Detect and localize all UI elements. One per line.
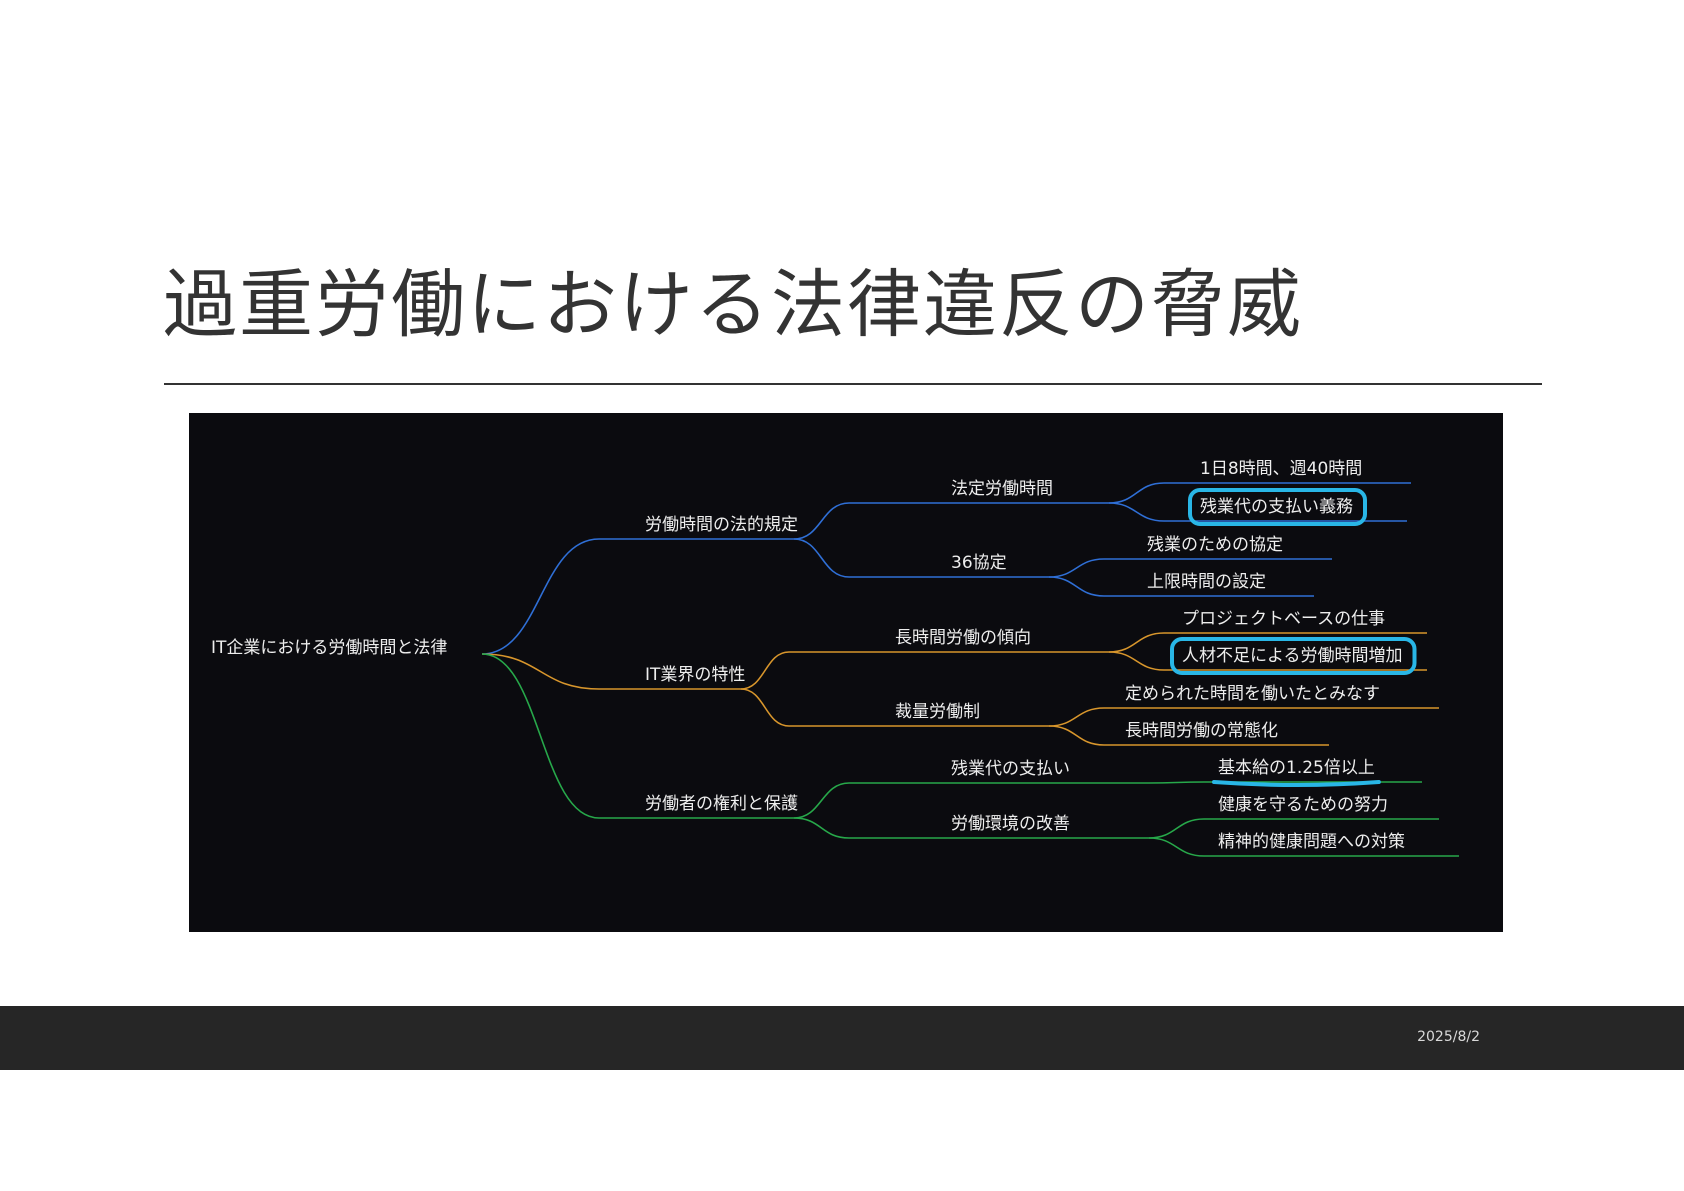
slide-title: 過重労働における法律違反の脅威 [163, 262, 1303, 348]
mindmap-leaf-connector [1108, 651, 1165, 671]
mindmap-leaf-label: 上限時間の設定 [1147, 572, 1266, 592]
mindmap-branch-connector [481, 538, 600, 655]
mindmap-leaf-label: 残業代の支払い義務 [1200, 497, 1353, 517]
annotation-underline-mark [1212, 780, 1381, 787]
mindmap-topic-label: 長時間労働の傾向 [895, 628, 1031, 648]
mindmap-leaf-label: 1日8時間、週40時間 [1200, 459, 1362, 479]
mindmap-leaf-connector [1048, 558, 1105, 578]
mindmap-leaf-connector [1148, 818, 1205, 839]
mindmap-leaf-connector [1048, 707, 1105, 727]
mindmap-leaf-connector [1108, 632, 1165, 653]
mindmap-topic-label: 裁量労働制 [895, 702, 980, 722]
mindmap-topic-label: 36協定 [951, 553, 1007, 573]
mindmap-panel: IT企業における労働時間と法律 労働時間の法的規定 法定労働時間 1日8時間、週40時… [189, 413, 1503, 932]
mindmap-leaf-label: 精神的健康問題への対策 [1218, 832, 1405, 852]
mindmap-leaf-connector [1108, 482, 1165, 504]
mindmap-topic-connector [793, 782, 850, 819]
mindmap-leaf-label: 長時間労働の常態化 [1125, 721, 1278, 741]
mindmap-topic-label: 残業代の支払い [951, 759, 1070, 779]
mindmap-branch-connector [481, 653, 600, 819]
mindmap-leaf-label: 健康を守るための努力 [1218, 795, 1388, 815]
footer-date: 2025/8/2 [1417, 1029, 1480, 1045]
annotation-circle-mark [1170, 637, 1417, 675]
mindmap-branch-label: 労働時間の法的規定 [645, 515, 798, 535]
mindmap-leaf-label: 人材不足による労働時間増加 [1182, 646, 1403, 666]
mindmap-leaf-connector [1048, 576, 1105, 597]
mindmap-topic-label: 法定労働時間 [951, 479, 1053, 499]
mindmap-topic-connector [740, 688, 790, 727]
footer-bar: 2025/8/2 [0, 1006, 1684, 1070]
mindmap-branch-connector [481, 653, 600, 690]
title-divider [164, 383, 1542, 385]
mindmap-leaf-label: 残業のための協定 [1147, 535, 1283, 555]
mindmap-leaf-connector [1048, 725, 1105, 746]
mindmap-leaf-label: 基本給の1.25倍以上 [1218, 758, 1375, 778]
mindmap-leaf-connector [1148, 781, 1205, 784]
mindmap-branch-label: IT業界の特性 [645, 665, 745, 685]
mindmap-leaf-connector [1108, 502, 1165, 522]
mindmap-topic-connector [740, 651, 790, 690]
mindmap-leaf-label: プロジェクトベースの仕事 [1182, 609, 1385, 629]
annotation-circle-mark [1188, 488, 1367, 526]
mindmap-topic-connector [793, 538, 850, 578]
mindmap-topic-connector [793, 817, 850, 839]
mindmap-branch-label: 労働者の権利と保護 [645, 794, 798, 814]
mindmap-topic-label: 労働環境の改善 [951, 814, 1070, 834]
mindmap-root-label: IT企業における労働時間と法律 [211, 638, 447, 658]
mindmap-leaf-connector [1148, 837, 1205, 857]
mindmap-diagram: IT企業における労働時間と法律 労働時間の法的規定 法定労働時間 1日8時間、週40時… [211, 459, 1459, 857]
mindmap-topic-connector [793, 502, 850, 540]
mindmap-leaf-label: 定められた時間を働いたとみなす [1125, 684, 1380, 704]
